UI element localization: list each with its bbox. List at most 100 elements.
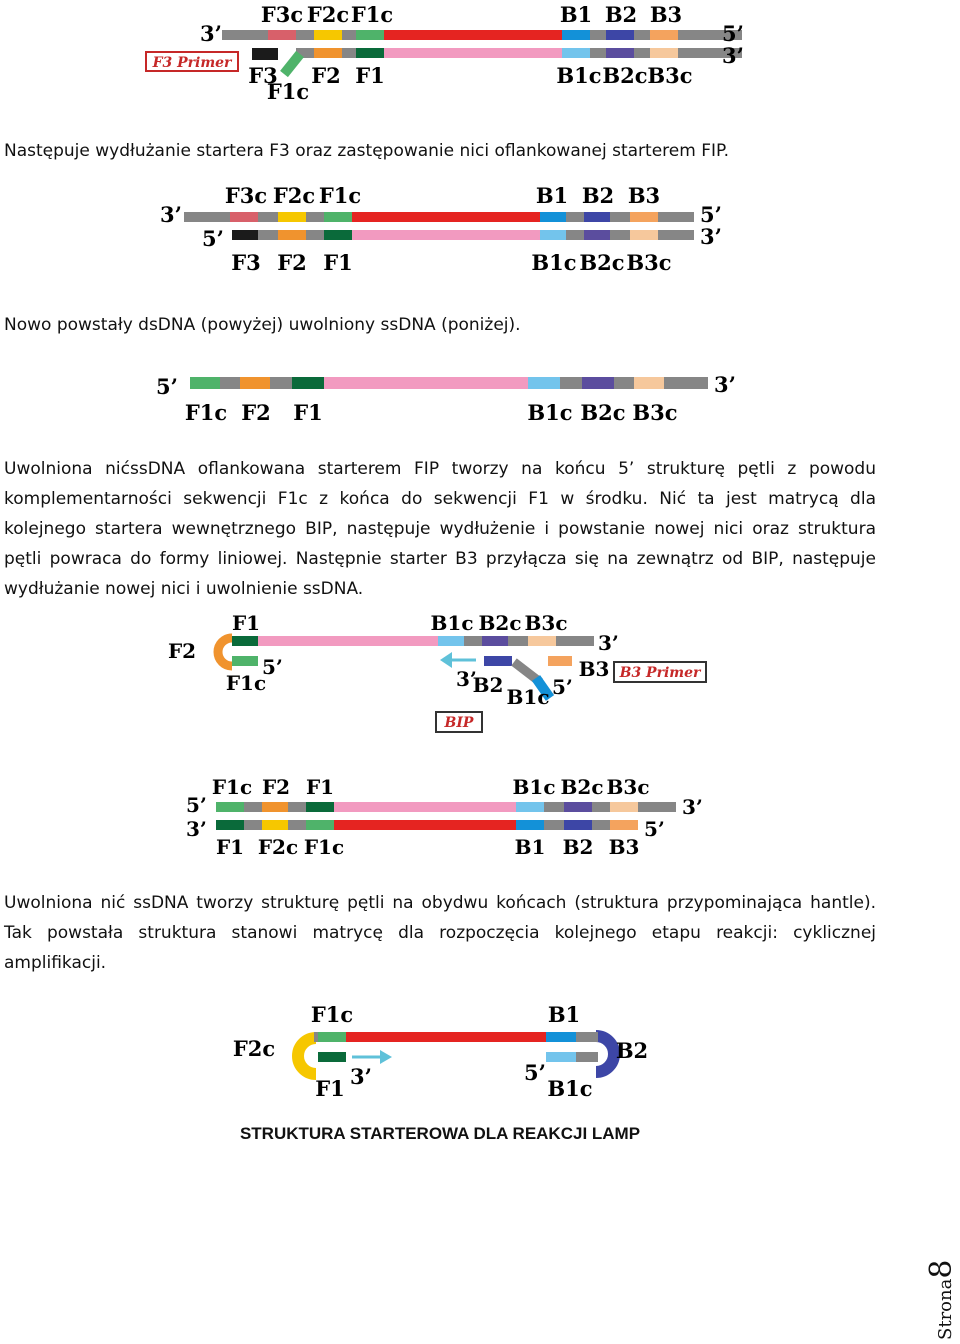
segment-f1c: [356, 30, 384, 40]
figure-released-ssdna: 5’ 3’ F1c F2 F1 B1c B2c B3c: [156, 372, 736, 425]
segment-f1: [356, 48, 384, 58]
f3-primer-label: F3 Primer: [152, 55, 233, 71]
figure-dumbbell-structure: F2c F1c F1 3’ B1 B2 5’ B1c: [233, 1002, 648, 1101]
segment-b3c: [650, 48, 678, 58]
label-b3c: B3c: [647, 63, 692, 88]
end-right: 3’: [598, 631, 619, 655]
end-top-right: 5’: [700, 202, 722, 227]
end-bottom-right: 5’: [644, 817, 665, 841]
segment-b1c: [528, 377, 560, 389]
label-f1c: F1c: [226, 671, 266, 695]
label-b1c: B1c: [513, 775, 556, 799]
label-f1: F1: [216, 835, 244, 859]
label-f2c: F2c: [233, 1036, 275, 1061]
segment-f2c: [314, 30, 342, 40]
label-f1: F1: [315, 1076, 345, 1101]
label-b3: B3: [650, 2, 682, 27]
paragraph-new-dsdna: Nowo powstały dsDNA (powyżej) uwolniony …: [4, 315, 521, 335]
label-f1: F1: [232, 611, 260, 635]
label-b1c: B1c: [431, 611, 474, 635]
label-f2c: F2c: [307, 2, 349, 27]
label-b3c: B3c: [632, 400, 677, 425]
label-b2: B2: [563, 835, 594, 859]
label-b1: B1: [536, 183, 568, 208]
label-f1c: F1c: [351, 2, 393, 27]
bip-5-end: 5’: [552, 675, 573, 699]
label-f1: F1: [323, 250, 353, 275]
paragraph-f3-extension: Następuje wydłużanie startera F3 oraz za…: [4, 141, 730, 161]
label-b3: B3: [609, 835, 640, 859]
label-3-end: 3’: [350, 1064, 372, 1089]
b3-primer-label: B3 Primer: [619, 665, 702, 681]
bip-3-end: 3’: [456, 667, 477, 691]
label-b3c: B3c: [626, 250, 671, 275]
segment-red: [346, 1032, 546, 1042]
label-f3c: F3c: [225, 183, 267, 208]
b3-label: B3: [579, 657, 610, 681]
figure-new-strand: 5’ 3’ 3’ 5’ F1c F2 F1 B1c B2c B3c F1 F2c…: [186, 775, 703, 859]
segment-f1: [292, 377, 324, 389]
segment-red: [334, 820, 516, 830]
label-f1c: F1c: [304, 835, 344, 859]
label-loop-f2: F2: [168, 639, 196, 663]
segment-b2: [484, 656, 512, 666]
b3-primer-box: [613, 661, 707, 683]
end-right: 3’: [714, 372, 736, 397]
label-b3c: B3c: [607, 775, 650, 799]
label-b2: B2: [605, 2, 637, 27]
label-b2: B2: [616, 1038, 648, 1063]
segment-f2c: [278, 212, 306, 222]
segment-b3-primer: [548, 656, 572, 666]
figure-caption: STRUKTURA STARTEROWA DLA REAKCJI LAMP: [239, 1124, 641, 1143]
end-top-left: 3’: [200, 21, 222, 46]
page-number: 8: [924, 1259, 959, 1279]
bip-label: BIP: [444, 715, 474, 731]
label-f3: F3: [248, 63, 278, 88]
label-f1: F1: [306, 775, 334, 799]
label-f2c: F2c: [258, 835, 298, 859]
label-b1c: B1c: [527, 400, 572, 425]
label-f2: F2: [311, 63, 341, 88]
segment-b1c: [546, 1052, 576, 1062]
segment-gray-b: [576, 1052, 598, 1062]
segment-pink: [258, 636, 438, 646]
segment-pink: [352, 230, 540, 240]
end-left: 5’: [156, 374, 178, 399]
label-f1c: F1c: [311, 1002, 353, 1027]
label-b2: B2: [582, 183, 614, 208]
paragraph-loop-formation: Uwolniona nićssDNA oflankowana starterem…: [4, 459, 876, 599]
segment-b3c: [630, 230, 658, 240]
segment-red: [384, 30, 562, 40]
extension-arrow-head: [380, 1050, 392, 1064]
label-f2: F2: [262, 775, 290, 799]
label-b2c: B2c: [602, 63, 647, 88]
segment-f1c: [190, 377, 220, 389]
inner-end: 5’: [262, 655, 283, 679]
segment-f1: [324, 230, 352, 240]
segment-b2c: [606, 48, 634, 58]
segment-b1: [540, 212, 566, 222]
segment-b1c: [562, 48, 590, 58]
page-number-box: Strona8: [924, 1254, 960, 1340]
end-top-right: 3’: [682, 795, 703, 819]
label-f1: F1: [355, 63, 385, 88]
figure-new-dsdna: 3’ 5’ 5’ 3’ F3c F2c F1c B1 B2 B3 F3 F2 F…: [160, 183, 722, 275]
end-bottom-right: 3’: [722, 43, 744, 68]
label-5-end: 5’: [524, 1060, 546, 1085]
segment-f1c: [324, 212, 352, 222]
segment-f1c: [232, 656, 258, 666]
segment-red: [352, 212, 540, 222]
bip-b1c-label: B1c: [507, 685, 550, 709]
loop-b2: [595, 1030, 620, 1078]
label-f2c: F2c: [273, 183, 315, 208]
f3-primer-box: [145, 51, 239, 72]
segment-f1c: [306, 820, 334, 830]
label-f1c: F1c: [185, 400, 227, 425]
segment-f1c: [216, 802, 244, 812]
segment-f3-primer: [252, 48, 278, 60]
segment-b3: [610, 820, 638, 830]
label-f3: F3: [231, 250, 261, 275]
extension-arrow-head: [440, 652, 452, 668]
segment-pink: [324, 377, 528, 389]
end-top-left: 3’: [160, 202, 182, 227]
